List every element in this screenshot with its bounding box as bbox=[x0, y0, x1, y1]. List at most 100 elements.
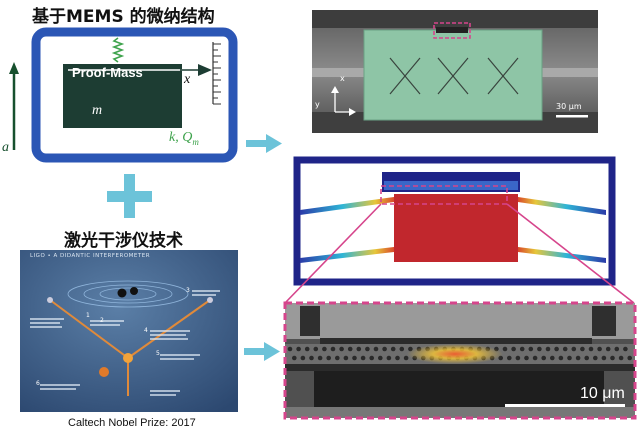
sem-top-axis-y: y bbox=[315, 100, 320, 109]
crystal-hole bbox=[309, 355, 314, 361]
simulation-beam-upper-right bbox=[518, 197, 606, 215]
crystal-hole bbox=[403, 355, 409, 361]
proof-mass-block bbox=[63, 64, 182, 128]
crystal-hole bbox=[292, 355, 297, 361]
crystal-hole bbox=[580, 346, 585, 352]
plus-sign-horizontal bbox=[107, 191, 152, 202]
crystal-hole bbox=[524, 355, 529, 361]
crystal-hole bbox=[304, 346, 310, 352]
crystal-hole bbox=[618, 355, 624, 361]
crystal-hole bbox=[326, 355, 332, 361]
ligo-caption: Caltech Nobel Prize: 2017 bbox=[68, 417, 196, 429]
crystal-hole bbox=[347, 346, 353, 352]
crystal-hole bbox=[601, 355, 607, 361]
crystal-hole bbox=[584, 355, 589, 361]
ligo-step-2: 2 bbox=[100, 317, 104, 324]
simulation-beam-upper-left bbox=[300, 197, 394, 215]
ruler-ticks bbox=[213, 43, 221, 105]
crystal-hole bbox=[390, 346, 396, 352]
ligo-poster-header: LIGO • A DIDANTIC INTERFEROMETER bbox=[30, 253, 151, 259]
mirror-right bbox=[207, 297, 213, 303]
mirror-left bbox=[47, 297, 53, 303]
laser-source bbox=[99, 367, 109, 377]
crystal-hole bbox=[605, 346, 611, 352]
arrow-to-top-sem bbox=[246, 134, 282, 153]
crystal-hole bbox=[567, 355, 572, 361]
crystal-hole bbox=[610, 355, 615, 361]
crystal-hole bbox=[593, 355, 598, 361]
crystal-hole bbox=[330, 346, 336, 352]
crystal-hole bbox=[386, 355, 392, 361]
sem-bottom-scale-bar bbox=[505, 404, 625, 407]
poster-text-blocks bbox=[30, 290, 220, 396]
crystal-hole bbox=[541, 355, 546, 361]
crystal-hole bbox=[558, 355, 564, 361]
arrow-to-bottom-sem bbox=[244, 342, 280, 361]
ligo-orbit-rings bbox=[67, 280, 189, 308]
spring-icon bbox=[111, 37, 125, 63]
interferometer-title: 激光干涉仪技术 bbox=[64, 231, 183, 251]
crystal-hole bbox=[627, 355, 632, 361]
crystal-hole bbox=[365, 346, 370, 352]
crystal-hole bbox=[507, 355, 512, 361]
crystal-hole bbox=[588, 346, 594, 352]
crystal-hole bbox=[296, 346, 301, 352]
sem-top-axis-x: x bbox=[340, 74, 345, 83]
crystal-hole bbox=[511, 346, 516, 352]
ligo-step-4: 4 bbox=[144, 327, 148, 334]
sem-top-proof-mass bbox=[363, 29, 543, 121]
mass-symbol: m bbox=[92, 103, 103, 118]
crystal-hole bbox=[550, 355, 555, 361]
crystal-hole bbox=[313, 346, 319, 352]
ligo-step-1: 1 bbox=[86, 312, 90, 319]
crystal-hole bbox=[287, 346, 293, 352]
sem-top-scale-label: 30 μm bbox=[556, 102, 582, 111]
crystal-hole bbox=[597, 346, 602, 352]
crystal-hole bbox=[395, 355, 400, 361]
crystal-hole bbox=[623, 346, 628, 352]
crystal-hole bbox=[515, 355, 521, 361]
zoom-line-left bbox=[284, 203, 382, 304]
sem-bottom-scale-label: 10 μm bbox=[580, 385, 625, 402]
crystal-hole bbox=[335, 355, 340, 361]
crystal-hole bbox=[532, 355, 538, 361]
spring-constant-subscript: m bbox=[192, 136, 199, 147]
simulation-beam-lower-left bbox=[300, 247, 394, 263]
simulation-proof-mass bbox=[394, 194, 518, 262]
sem-top-scale-bar bbox=[556, 115, 588, 118]
crystal-hole bbox=[562, 346, 568, 352]
crystal-hole bbox=[356, 346, 362, 352]
side-axis-label: a bbox=[2, 140, 9, 155]
crystal-hole bbox=[300, 355, 306, 361]
crystal-hole bbox=[528, 346, 534, 352]
side-axis-arrowhead bbox=[9, 62, 19, 74]
crystal-hole bbox=[360, 355, 366, 361]
beam-splitter bbox=[123, 353, 133, 363]
crystal-hole bbox=[519, 346, 525, 352]
crystal-hole bbox=[575, 355, 581, 361]
ligo-step-3: 3 bbox=[186, 287, 190, 294]
laser-beams bbox=[49, 299, 211, 396]
x-axis-arrowhead bbox=[198, 64, 212, 76]
zoom-line-right bbox=[506, 203, 635, 304]
crystal-hole bbox=[339, 346, 344, 352]
crystal-hole bbox=[399, 346, 405, 352]
mems-title: 基于MEMS 的微纳结构 bbox=[32, 7, 215, 27]
black-hole-2 bbox=[130, 287, 138, 295]
spring-constant-label: k, Qm bbox=[169, 130, 199, 147]
ligo-step-6: 6 bbox=[36, 380, 40, 387]
crystal-hole bbox=[378, 355, 383, 361]
crystal-hole bbox=[373, 346, 379, 352]
crystal-hole bbox=[545, 346, 551, 352]
proof-mass-label: Proof-Mass bbox=[72, 65, 143, 80]
crystal-hole bbox=[352, 355, 357, 361]
optical-mode-hotspot bbox=[407, 344, 503, 364]
crystal-hole bbox=[369, 355, 375, 361]
simulation-beam-lower-right bbox=[518, 247, 606, 263]
ligo-step-5: 5 bbox=[156, 350, 160, 357]
x-axis-label: x bbox=[184, 72, 191, 87]
crystal-hole bbox=[571, 346, 577, 352]
crystal-hole bbox=[343, 355, 349, 361]
